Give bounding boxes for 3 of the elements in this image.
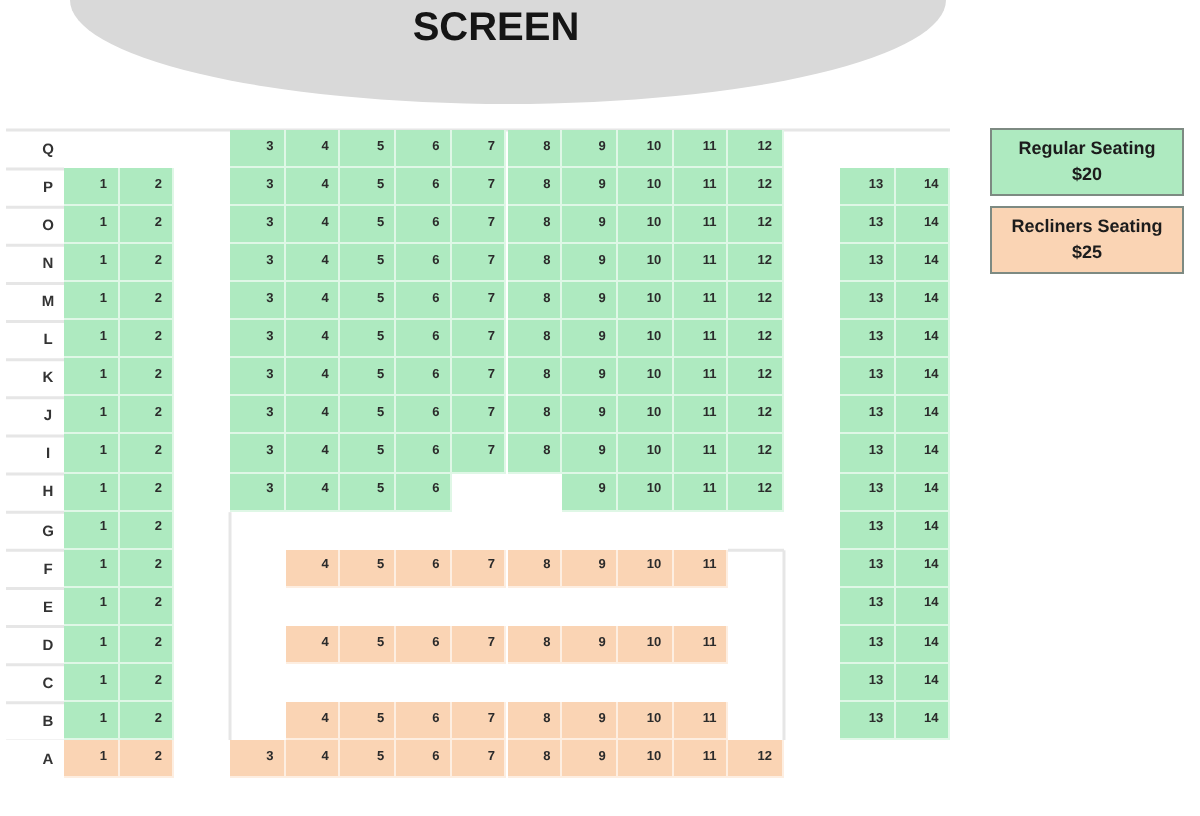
legend-label: Regular Seating $20 [1016, 136, 1158, 188]
legend-label: Recliners Seating $25 [1009, 214, 1165, 266]
screen-label: SCREEN [412, 6, 580, 50]
